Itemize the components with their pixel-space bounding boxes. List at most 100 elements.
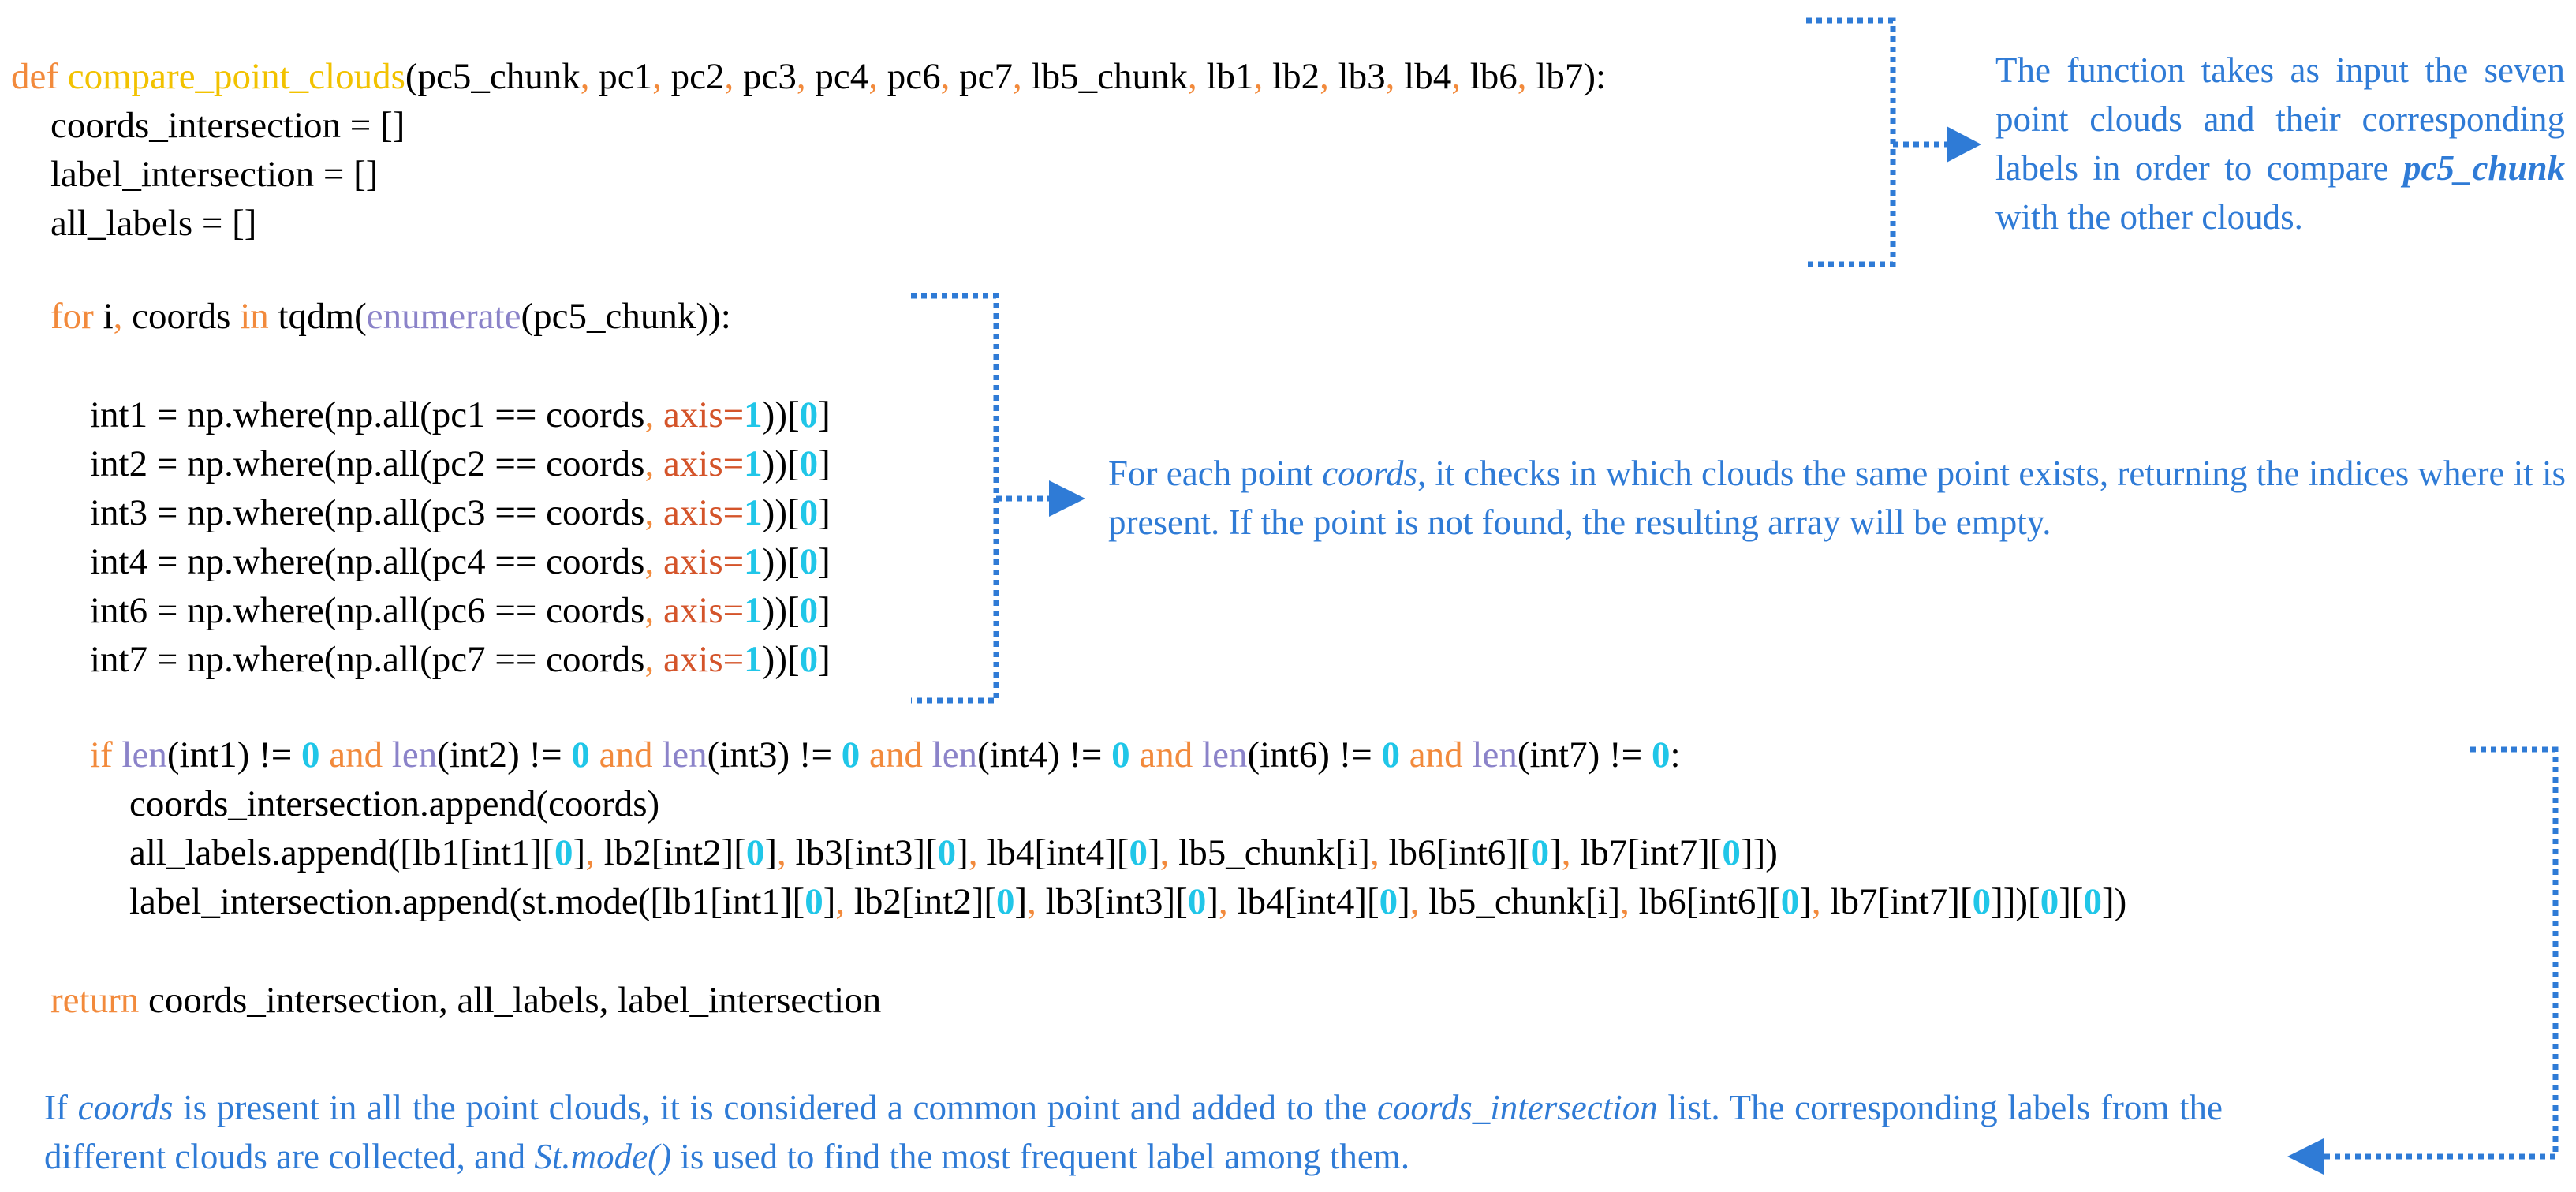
label-array: lb3 (795, 832, 843, 873)
code-punct: [ (1585, 881, 1598, 922)
index-zero: 0 (799, 394, 819, 435)
index-zero: 0 (799, 541, 819, 582)
if-var: int1 (179, 734, 237, 775)
code-punct: ] (1549, 832, 1562, 873)
loop-annotation-emphasis: coords (1322, 454, 1418, 493)
code-punct: ) != (507, 734, 572, 775)
param: lb3 (1338, 56, 1386, 97)
code-punct: = (722, 590, 745, 631)
function-annotation-text-end: with the other clouds. (1995, 197, 2303, 237)
loop-bracket (911, 293, 999, 704)
code-punct: ))[ (762, 492, 800, 533)
code-punct: [ (1034, 832, 1047, 873)
code-punct: , (835, 881, 854, 922)
code-punct: [ (1877, 881, 1891, 922)
code-punct: [ (1959, 881, 1973, 922)
code-punct: [ (1335, 832, 1348, 873)
code-punct: [ (1627, 832, 1640, 873)
code-punct: ] (1756, 881, 1769, 922)
code-punct: , (777, 832, 796, 873)
code-punct: , (724, 56, 744, 97)
where-cloud: pc2 (431, 443, 486, 484)
code-punct: , (644, 443, 663, 484)
code-punct: ] (1357, 832, 1370, 873)
code-punct: ] (1398, 881, 1410, 922)
if-arrow-head (2287, 1138, 2324, 1175)
label-index: int1 (472, 832, 530, 873)
code-punct: ][ (2059, 881, 2084, 922)
param: pc2 (670, 56, 725, 97)
code-punct: ] (818, 492, 831, 533)
where-call: = np.where(np.all( (147, 394, 432, 435)
index-zero: 0 (1530, 832, 1550, 873)
param: lb4 (1404, 56, 1452, 97)
code-punct: [ (734, 832, 746, 873)
code-punct: ])[ (2003, 881, 2040, 922)
if-var: int4 (989, 734, 1047, 775)
where-call: = np.where(np.all( (147, 443, 432, 484)
len-builtin: len (391, 734, 438, 775)
loop-annotation-text: For each point (1108, 454, 1323, 493)
code-punct: ))[ (762, 541, 800, 582)
loop-var: i (103, 296, 114, 337)
len-builtin: len (931, 734, 978, 775)
param: lb6 (1469, 56, 1518, 97)
code-punct: , (1385, 56, 1405, 97)
label-array: lb2 (603, 832, 651, 873)
code-punct: [ (1435, 832, 1449, 873)
label-array: lb3 (1045, 881, 1093, 922)
code-punct: [ (650, 881, 663, 922)
code-punct: ] (1506, 832, 1518, 873)
param: pc6 (887, 56, 941, 97)
code-punct: [ (984, 881, 997, 922)
code-punct: ] (1799, 881, 1812, 922)
code-punct: , (1253, 56, 1273, 97)
axis-value: 1 (744, 492, 763, 533)
def-keyword: def (11, 56, 59, 97)
code-line-where: int7 = np.where(np.all(pc7 == coords, ax… (90, 635, 831, 684)
code-punct: ] (913, 832, 926, 873)
code-punct: )): (696, 296, 731, 337)
if-annotation-emphasis-list: coords_intersection (1376, 1088, 1658, 1127)
code-punct: [ (1116, 832, 1129, 873)
code-punct: ] (1697, 832, 1710, 873)
code-punct: ( (1517, 734, 1530, 775)
label-index: int2 (913, 881, 972, 922)
param: pc4 (815, 56, 869, 97)
code-punct: [ (542, 832, 555, 873)
index-zero: 0 (1187, 881, 1207, 922)
code-punct: ] (1607, 881, 1621, 922)
label-array: lb6 (1638, 881, 1686, 922)
code-punct: ] (1147, 832, 1160, 873)
zero-literal: 0 (1111, 734, 1130, 775)
where-call: = np.where(np.all( (147, 492, 432, 533)
code-line-for: for i, coords in tqdm(enumerate(pc5_chun… (50, 292, 731, 341)
where-call: = np.where(np.all( (147, 541, 432, 582)
code-punct: , (1218, 881, 1238, 922)
code-punct: ] (823, 881, 836, 922)
code-punct: [ (792, 881, 805, 922)
code-punct: [ (710, 881, 722, 922)
label-array: lb7 (1580, 832, 1628, 873)
code-punct: , (585, 832, 604, 873)
axis-value: 1 (744, 394, 763, 435)
label-array: lb7 (1830, 881, 1878, 922)
param: pc5_chunk (417, 56, 581, 97)
code-punct: , (580, 56, 599, 97)
code-punct: ] (1740, 832, 1753, 873)
code-punct: ] (764, 832, 778, 873)
code-punct: ] (779, 881, 793, 922)
code-punct: ( (1247, 734, 1260, 775)
code-punct: ( (405, 56, 418, 97)
len-builtin: len (1202, 734, 1248, 775)
code-line-all-labels: all_labels.append([lb1[int1][0], lb2[int… (129, 828, 1778, 877)
code-punct: ) != (237, 734, 301, 775)
where-compare: == coords (485, 541, 645, 582)
code-punct: ))[ (762, 639, 800, 680)
code-punct: ] (818, 590, 831, 631)
code-punct: ( (977, 734, 990, 775)
loop-annotation-text-end: , it checks in which clouds the same poi… (1108, 454, 2567, 542)
code-punct: , (1620, 881, 1639, 922)
axis-value: 1 (744, 443, 763, 484)
code-punct: , (644, 492, 663, 533)
